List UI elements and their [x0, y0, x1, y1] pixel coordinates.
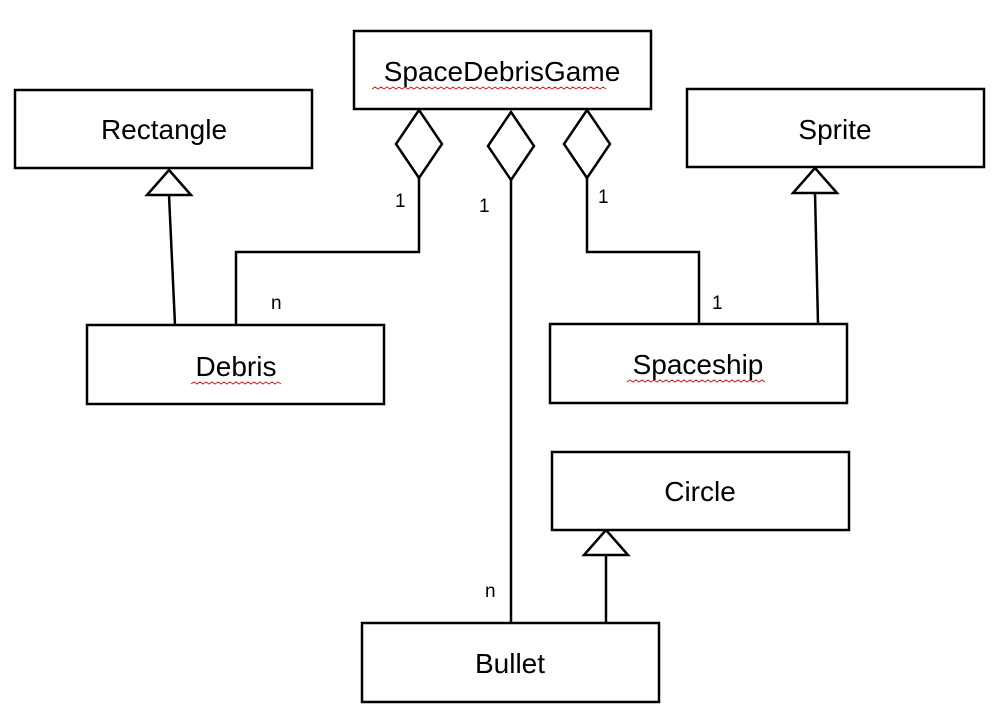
class-spaceship-label: Spaceship: [633, 349, 764, 380]
spellcheck-underline: [190, 381, 282, 385]
class-bullet[interactable]: Bullet: [360, 621, 661, 704]
multiplicity-game-debris-debris-end: n: [271, 293, 282, 314]
inheritance-line-spaceship-sprite: [813, 192, 820, 325]
aggregation-diamond-spaceship: [562, 107, 612, 181]
class-circle-label: Circle: [664, 476, 736, 507]
aggregation-line-spaceship: [585, 178, 701, 324]
aggregation-diamond-debris: [394, 107, 444, 181]
spellcheck-underline: [626, 379, 766, 383]
inheritance-arrow-rectangle: [144, 168, 194, 197]
class-rectangle-label: Rectangle: [101, 114, 227, 145]
multiplicity-game-spaceship-spaceship-end: 1: [712, 293, 723, 314]
multiplicity-game-bullet-game-end: 1: [479, 196, 490, 217]
multiplicity-game-debris-game-end: 1: [395, 191, 406, 212]
inheritance-line-debris-rectangle: [167, 194, 177, 326]
class-debris[interactable]: Debris: [85, 323, 386, 406]
class-circle[interactable]: Circle: [550, 450, 851, 532]
class-bullet-label: Bullet: [475, 648, 545, 679]
multiplicity-game-spaceship-game-end: 1: [598, 187, 609, 208]
aggregation-diamond-bullet: [486, 109, 536, 183]
inheritance-arrow-sprite: [790, 166, 840, 195]
class-spacedebrisgame-label: SpaceDebrisGame: [384, 56, 621, 87]
inheritance-arrow-circle: [581, 528, 631, 557]
aggregation-line-debris: [234, 178, 421, 325]
class-spaceship[interactable]: Spaceship: [548, 322, 849, 405]
class-spacedebrisgame[interactable]: SpaceDebrisGame: [352, 29, 653, 111]
class-sprite[interactable]: Sprite: [685, 87, 986, 169]
class-debris-label: Debris: [196, 351, 277, 382]
multiplicity-game-bullet-bullet-end: n: [485, 581, 496, 602]
class-rectangle[interactable]: Rectangle: [13, 88, 314, 170]
class-sprite-label: Sprite: [798, 114, 871, 145]
spellcheck-underline: [371, 86, 607, 90]
